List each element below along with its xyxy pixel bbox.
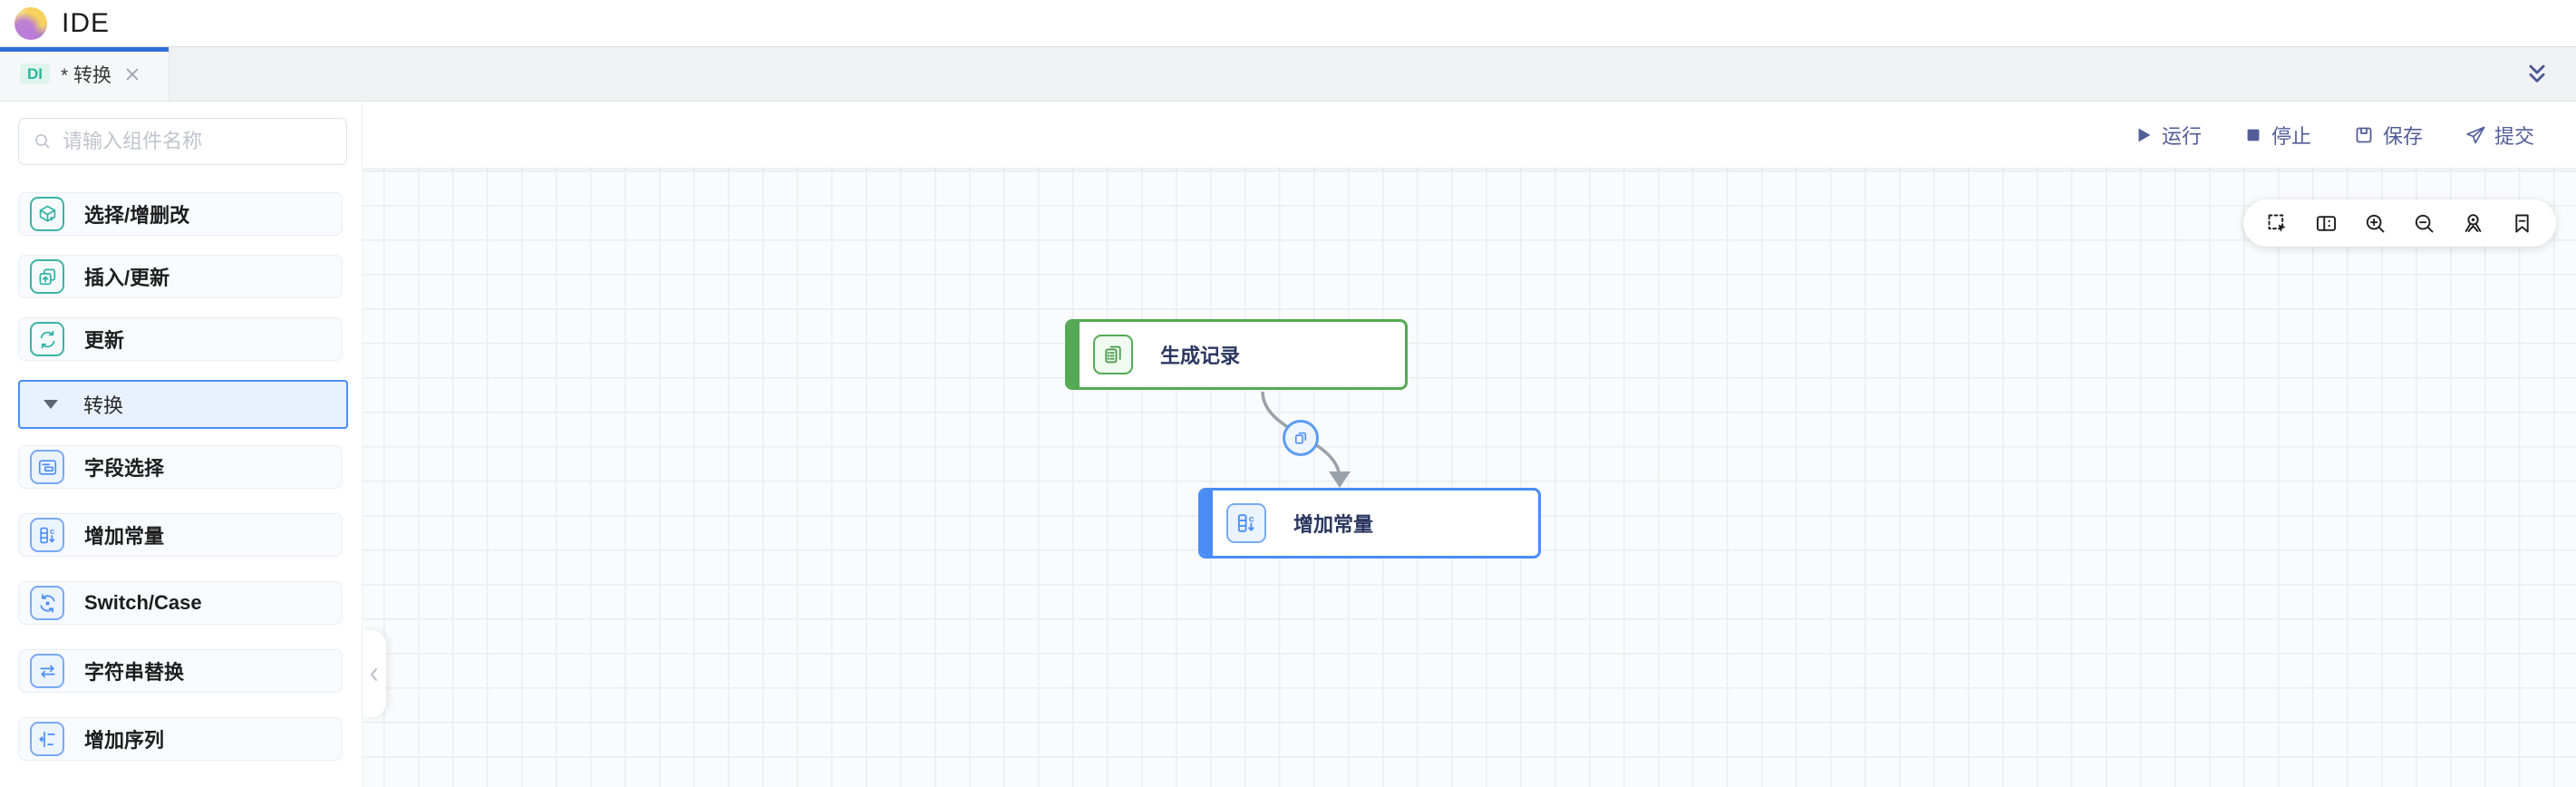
close-icon[interactable] (122, 64, 142, 84)
switch-case-icon (30, 586, 64, 620)
app-title: IDE (62, 7, 111, 38)
sidebar-collapse-handle[interactable] (363, 630, 386, 717)
sidebar-section-transform[interactable]: 转换 (18, 380, 348, 429)
sidebar-item-string-replace[interactable]: 字符串替换 (18, 649, 343, 693)
zoom-out-icon[interactable] (2412, 211, 2436, 236)
sidebar-item-update[interactable]: 更新 (18, 317, 343, 361)
component-search[interactable] (18, 118, 347, 165)
add-constant-icon: c (1226, 503, 1266, 543)
add-sequence-icon (30, 722, 64, 756)
chevron-left-icon (371, 668, 377, 681)
copy-icon[interactable] (1283, 420, 1319, 456)
search-icon (35, 134, 50, 149)
stop-button[interactable]: 停止 (2243, 121, 2311, 150)
field-select-icon (30, 450, 64, 484)
search-input[interactable] (63, 130, 334, 153)
sidebar-item-field-select[interactable]: 字段选择 (18, 445, 343, 489)
node-accent-bar (1201, 491, 1213, 556)
zoom-in-icon[interactable] (2363, 211, 2387, 236)
minimap-icon[interactable] (2314, 211, 2339, 236)
svg-text:c: c (1249, 513, 1254, 524)
run-button[interactable]: 运行 (2134, 121, 2202, 150)
tab-transform[interactable]: DI * 转换 (0, 47, 169, 101)
component-list: 选择/增删改 插入/更新 更新 转换 (18, 192, 348, 761)
tab-label: * 转换 (61, 64, 112, 86)
sidebar-item-insert-update[interactable]: 插入/更新 (18, 255, 343, 298)
double-chevron-down-icon[interactable] (2522, 60, 2552, 91)
play-icon (2138, 128, 2151, 141)
string-replace-icon (30, 654, 64, 688)
add-constant-icon: c (30, 518, 64, 552)
canvas-grid[interactable] (363, 168, 2576, 787)
sidebar-item-add-sequence[interactable]: 增加序列 (18, 717, 343, 761)
save-button[interactable]: 保存 (2353, 121, 2423, 150)
sidebar-item-select-crud[interactable]: 选择/增删改 (18, 192, 343, 236)
stop-icon (2247, 129, 2260, 141)
title-bar: IDE (0, 0, 2576, 47)
component-sidebar: 选择/增删改 插入/更新 更新 转换 (0, 102, 363, 787)
caret-down-icon (44, 400, 58, 409)
node-add-constant[interactable]: c 增加常量 (1198, 488, 1541, 559)
flow-canvas[interactable]: 运行 停止 保存 提交 (363, 102, 2576, 787)
save-icon (2356, 127, 2372, 142)
cube-select-icon (30, 197, 64, 231)
insert-update-icon (30, 259, 64, 294)
canvas-actions-row: 运行 停止 保存 提交 (363, 102, 2576, 168)
app-logo-icon (15, 6, 47, 40)
bookmark-icon[interactable] (2510, 211, 2534, 236)
marquee-select-icon[interactable] (2265, 211, 2290, 236)
tab-bar: DI * 转换 (0, 47, 2576, 102)
submit-button[interactable]: 提交 (2465, 121, 2534, 150)
refresh-icon (30, 322, 64, 356)
node-accent-bar (1068, 322, 1080, 387)
canvas-toolbar (2243, 199, 2556, 247)
submit-icon (2466, 126, 2485, 143)
sidebar-item-add-constant[interactable]: c 增加常量 (18, 513, 343, 557)
focus-view-icon[interactable] (2461, 211, 2485, 236)
svg-text:c: c (50, 527, 54, 536)
tab-type-badge: DI (20, 63, 50, 84)
sidebar-item-switch-case[interactable]: Switch/Case (18, 581, 343, 625)
generate-records-icon (1093, 335, 1133, 374)
node-generate-records[interactable]: 生成记录 (1065, 319, 1408, 390)
